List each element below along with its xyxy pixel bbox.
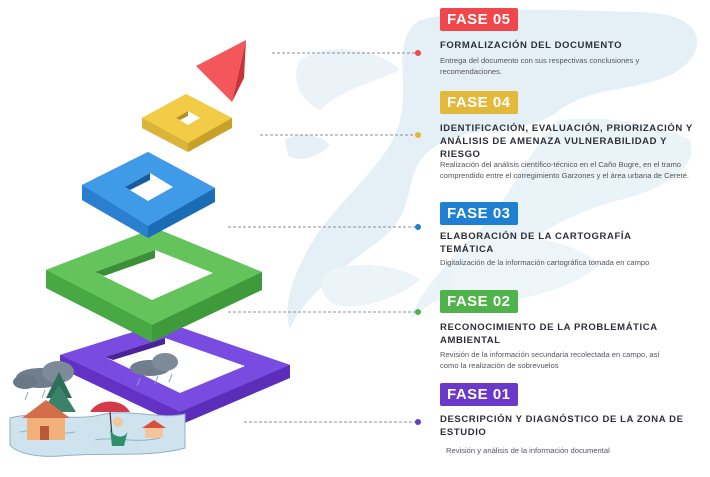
- phase-title-fase01: DESCRIPCIÓN Y DIAGNÓSTICO DE LA ZONA DE …: [440, 414, 684, 438]
- leader-dot-fase04: [415, 132, 421, 138]
- phase-title-fase04: IDENTIFICACIÓN, EVALUACIÓN, PRIORIZACIÓN…: [440, 123, 693, 160]
- leader-lines: [228, 52, 416, 423]
- phase-description-fase03: Digitalización de la información cartogr…: [440, 258, 650, 267]
- leader-dot-fase01: [415, 419, 421, 425]
- red-pyramid: [196, 40, 246, 102]
- leader-dot-fase03: [415, 224, 421, 230]
- phase-badge-fase05: FASE 05: [440, 8, 518, 31]
- phase-title-fase03: ELABORACIÓN DE LA CARTOGRAFÍA TEMÁTICA: [440, 231, 632, 255]
- phase-title-fase02: RECONOCIMIENTO DE LA PROBLEMÁTICA AMBIEN…: [440, 322, 658, 346]
- leader-dot-fase05: [415, 50, 421, 56]
- phase-description-fase04: Realización del análisis científico-técn…: [440, 160, 690, 180]
- house: [22, 400, 70, 440]
- blue-frame: [82, 152, 215, 238]
- yellow-frame: [142, 94, 232, 152]
- person-with-umbrella: [90, 401, 130, 446]
- phase-badge-fase04: FASE 04: [440, 91, 518, 114]
- phase-badge-fase03: FASE 03: [440, 202, 518, 225]
- small-house: [142, 420, 166, 438]
- phase-description-fase05: Entrega del documento con sus respectiva…: [440, 56, 640, 76]
- rain-cloud: [13, 353, 178, 389]
- phase-title-fase05: FORMALIZACIÓN DEL DOCUMENTO: [440, 40, 623, 51]
- green-frame: [46, 228, 262, 342]
- phase-badge-fase01: FASE 01: [440, 383, 518, 406]
- leader-dots: [415, 50, 421, 425]
- phase-description-fase01: Revisión y análisis de la información do…: [446, 446, 610, 455]
- flood-illustration: [9, 353, 186, 457]
- phase-description-fase02: Revisión de la información secundaria re…: [440, 350, 660, 370]
- phase-badge-fase02: FASE 02: [440, 290, 518, 313]
- leader-dot-fase02: [415, 309, 421, 315]
